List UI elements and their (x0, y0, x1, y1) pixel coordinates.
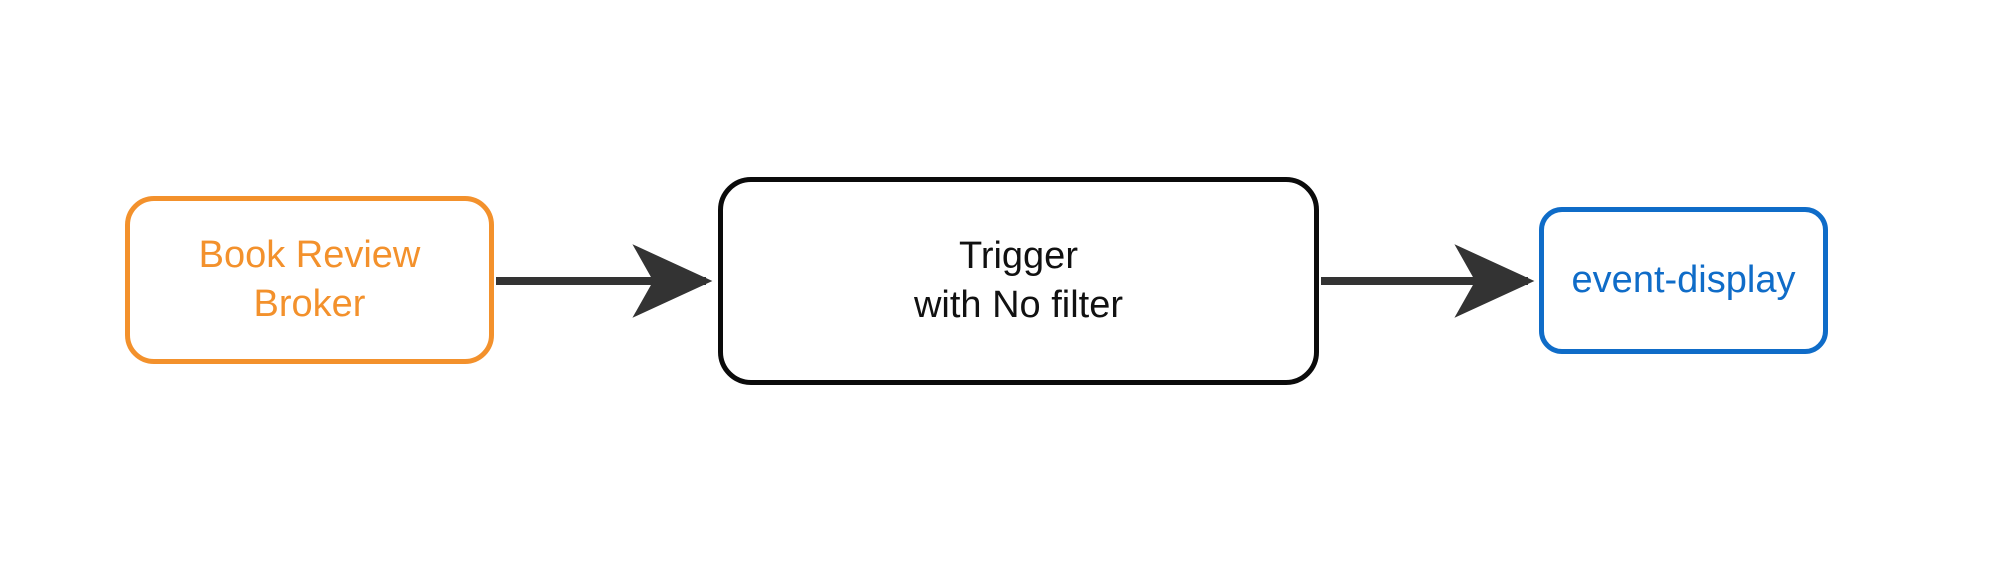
node-label-trigger-with-no-filter: Trigger with No filter (913, 234, 1124, 326)
node-book-review-broker[interactable]: Book Review Broker (125, 196, 494, 364)
node-event-display[interactable]: event-display (1539, 207, 1828, 354)
node-trigger-with-no-filter[interactable]: Trigger with No filter (718, 177, 1319, 385)
node-label-event-display: event-display (1571, 258, 1796, 301)
node-label-book-review-broker: Book Review Broker (198, 233, 421, 325)
